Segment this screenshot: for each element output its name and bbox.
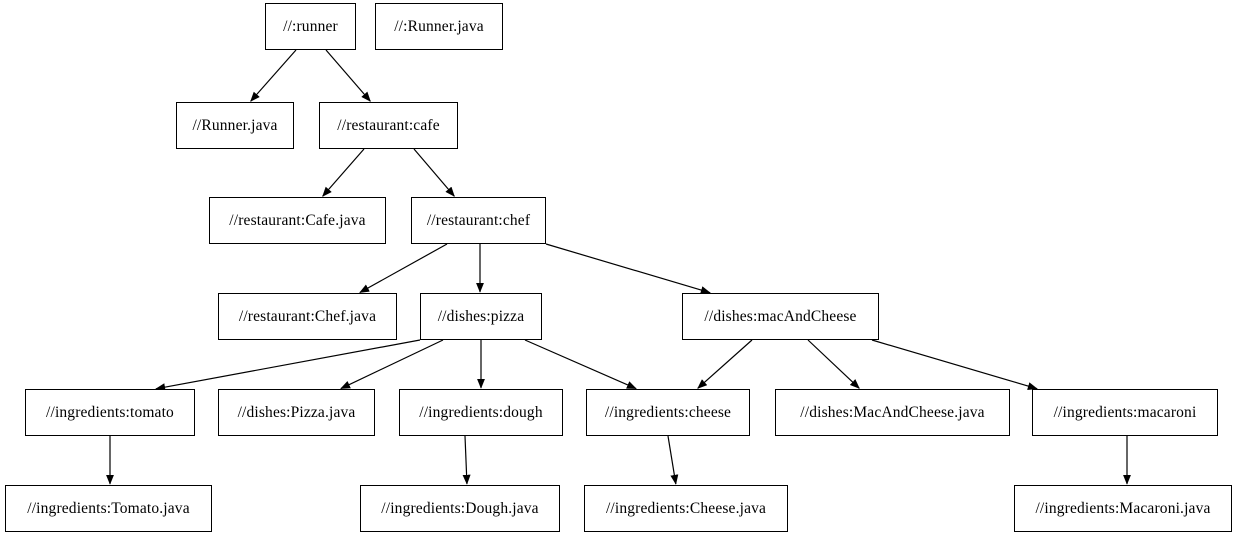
graph-node-label: //:runner: [283, 17, 338, 35]
graph-node-label: //:Runner.java: [394, 17, 484, 35]
graph-node-label: //restaurant:Chef.java: [238, 307, 377, 325]
graph-node-label: //restaurant:chef: [426, 211, 531, 229]
graph-node-restaurant-chef[interactable]: //restaurant:chef: [411, 197, 546, 244]
graph-node-label: //dishes:MacAndCheese.java: [800, 403, 985, 421]
graph-node-label: //restaurant:cafe: [337, 116, 440, 134]
graph-node-ingredients-dough-java[interactable]: //ingredients:Dough.java: [360, 485, 560, 532]
graph-node-ingredients-cheese[interactable]: //ingredients:cheese: [586, 389, 750, 436]
graph-node-ingredients-macaroni-java[interactable]: //ingredients:Macaroni.java: [1014, 485, 1232, 532]
graph-node-label: //ingredients:dough: [419, 403, 543, 421]
graph-node-label: //Runner.java: [192, 116, 278, 134]
graph-node-dishes-pizza[interactable]: //dishes:pizza: [420, 293, 542, 340]
graph-node-restaurant-cafe-java[interactable]: //restaurant:Cafe.java: [209, 197, 386, 244]
graph-node-dishes-pizza-java[interactable]: //dishes:Pizza.java: [218, 389, 375, 436]
graph-node-ingredients-dough[interactable]: //ingredients:dough: [399, 389, 563, 436]
graph-node-ingredients-tomato-java[interactable]: //ingredients:Tomato.java: [5, 485, 212, 532]
graph-node-runner-java-root[interactable]: //:Runner.java: [375, 3, 503, 50]
graph-node-ingredients-macaroni[interactable]: //ingredients:macaroni: [1032, 389, 1218, 436]
graph-node-label: //ingredients:tomato: [46, 403, 174, 421]
graph-node-label: //dishes:pizza: [437, 307, 525, 325]
graph-node-label: //dishes:macAndCheese: [704, 307, 857, 325]
graph-node-label: //ingredients:Cheese.java: [605, 499, 767, 517]
graph-node-dishes-macandcheese-java[interactable]: //dishes:MacAndCheese.java: [775, 389, 1010, 436]
graph-node-label: //ingredients:Tomato.java: [27, 499, 190, 517]
graph-node-label: //dishes:Pizza.java: [237, 403, 356, 421]
graph-node-ingredients-cheese-java[interactable]: //ingredients:Cheese.java: [584, 485, 788, 532]
graph-node-restaurant-cafe[interactable]: //restaurant:cafe: [319, 102, 458, 149]
graph-node-label: //ingredients:macaroni: [1053, 403, 1197, 421]
graph-node-runner-java[interactable]: //Runner.java: [176, 102, 294, 149]
graph-node-dishes-macandcheese[interactable]: //dishes:macAndCheese: [682, 293, 879, 340]
graph-node-label: //ingredients:Dough.java: [381, 499, 539, 517]
graph-node-ingredients-tomato[interactable]: //ingredients:tomato: [25, 389, 195, 436]
graph-node-runner[interactable]: //:runner: [265, 3, 356, 50]
graph-node-label: //ingredients:Macaroni.java: [1035, 499, 1211, 517]
graph-node-label: //restaurant:Cafe.java: [229, 211, 366, 229]
graph-node-label: //ingredients:cheese: [604, 403, 732, 421]
graph-node-restaurant-chef-java[interactable]: //restaurant:Chef.java: [218, 293, 397, 340]
